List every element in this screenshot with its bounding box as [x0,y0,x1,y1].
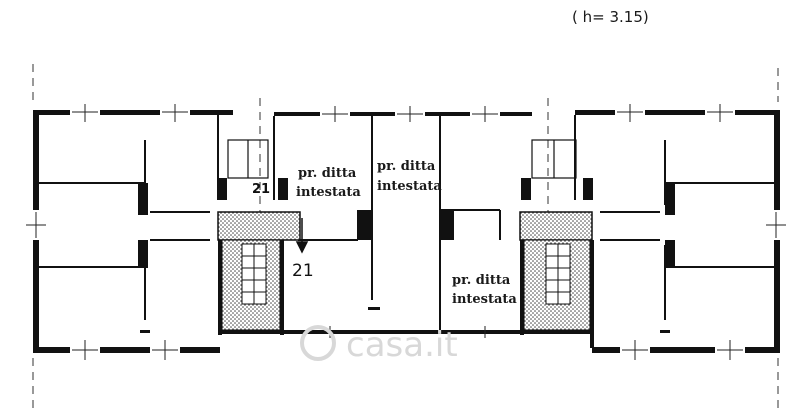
stair-label-bottom: 21 [292,261,314,281]
height-annotation: ( h= 3.15) [572,8,649,26]
small-pillars [140,307,670,333]
stair-label-top: 21 [252,182,270,197]
stair-landings [217,211,593,331]
interior-walls [39,115,774,330]
stair-flights [241,243,571,305]
window-openings [26,104,786,360]
room-label-right-1: pr. ditta [452,273,511,288]
room-label-center-2: intestata [377,179,442,194]
room-label-center-1: pr. ditta [377,159,436,174]
room-label-left-1: pr. ditta [298,166,357,181]
stair-cells-upper [227,139,577,179]
watermark-text: casa.it [346,325,458,365]
pillars [138,178,675,268]
watermark: casa.it [300,325,458,365]
down-arrow [295,218,309,254]
room-label-right-2: intestata [452,292,517,307]
room-label-left-2: intestata [296,185,361,200]
